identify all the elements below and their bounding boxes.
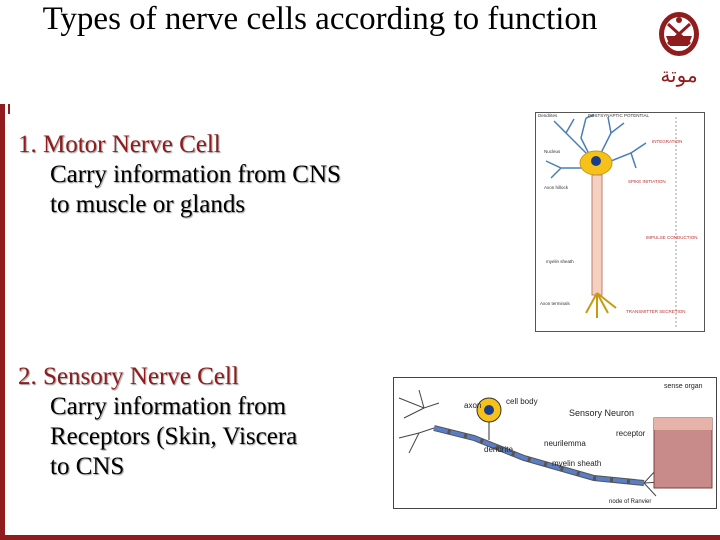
left-accent-bar: [0, 104, 5, 540]
label-nucleus: Nucleus: [544, 149, 561, 154]
label-node-ranvier: node of Ranvier: [609, 499, 651, 505]
sensory-heading: 2. Sensory Nerve Cell: [18, 363, 239, 390]
label-myelin-sheath: myelin sheath: [552, 459, 601, 468]
label-axon-terminals: Axon terminals: [540, 301, 571, 306]
sensory-line-3: to CNS: [50, 453, 125, 480]
label-transmitter: TRANSMITTER SECRETION: [626, 309, 686, 314]
label-receptor: receptor: [616, 429, 646, 438]
sensory-line-2: Receptors (Skin, Viscera: [50, 423, 298, 450]
left-accent-tick: [8, 104, 10, 114]
label-neurilemma: neurilemma: [544, 439, 586, 448]
sensory-line-1: Carry information from: [50, 393, 287, 420]
logo-text: موتة: [660, 65, 697, 87]
bottom-accent-bar: [0, 535, 720, 540]
label-dendrite: dendrite: [484, 445, 513, 454]
nucleus-mark: [591, 156, 601, 166]
motor-nerve-item: 1. Motor Nerve Cell Carry information fr…: [18, 130, 341, 220]
label-dendrites: Dendrites: [538, 113, 558, 118]
label-spike-initiation: SPIKE INITIATION: [628, 179, 666, 184]
motor-neuron-diagram: Dendrites POSTSYNAPTIC POTENTIAL INTEGRA…: [535, 112, 705, 332]
label-postsynaptic: POSTSYNAPTIC POTENTIAL: [588, 113, 650, 118]
label-sensory-neuron: Sensory Neuron: [569, 408, 634, 418]
label-myelin: myelin sheath: [546, 259, 574, 264]
label-impulse-conduction: IMPULSE CONDUCTION: [646, 235, 698, 240]
slide-title: Types of nerve cells according to functi…: [42, 1, 598, 37]
motor-heading: 1. Motor Nerve Cell: [18, 131, 221, 158]
sensory-neuron-diagram: axon cell body dendrite Sensory Neuron n…: [393, 377, 717, 509]
label-axon-hillock: Axon hillock: [544, 185, 569, 190]
label-cell-body: cell body: [506, 397, 538, 406]
label-sense-organ: sense organ: [664, 383, 703, 390]
university-crest-icon: موتة: [659, 12, 699, 87]
motor-line-2: to muscle or glands: [50, 191, 246, 218]
motor-line-1: Carry information from CNS: [50, 161, 341, 188]
sensory-nerve-item: 2. Sensory Nerve Cell Carry information …: [18, 362, 297, 482]
label-integration: INTEGRATION: [652, 139, 682, 144]
label-axon: axon: [464, 401, 481, 410]
